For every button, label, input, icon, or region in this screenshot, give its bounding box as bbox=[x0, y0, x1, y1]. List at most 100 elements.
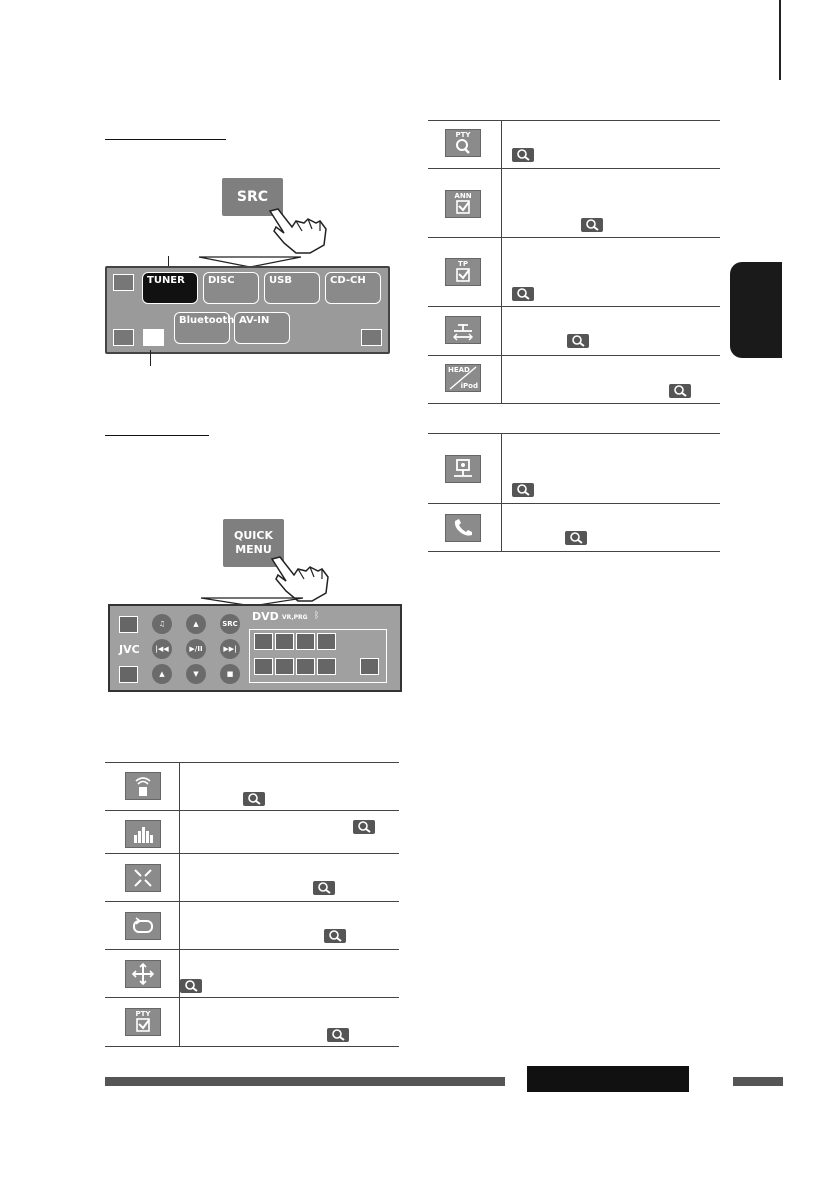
repeat-icon[interactable] bbox=[275, 658, 294, 675]
table-right-row bbox=[428, 168, 720, 169]
source-bluetooth[interactable]: Bluetooth bbox=[174, 312, 234, 344]
search-icon bbox=[669, 384, 691, 398]
source-tuner[interactable]: TUNER bbox=[142, 272, 198, 304]
ann-check-icon: ANN bbox=[445, 190, 481, 218]
table-right-row bbox=[428, 237, 720, 238]
panel-source-label: DVD bbox=[252, 610, 279, 623]
aspect-icon[interactable] bbox=[254, 658, 273, 675]
stop-icon[interactable]: ■ bbox=[220, 664, 240, 684]
quickmenu-pointer-triangle bbox=[200, 597, 304, 607]
balance-fader-icon bbox=[445, 316, 481, 344]
icon-label: PTY bbox=[455, 131, 471, 139]
src-button[interactable]: SRC bbox=[222, 178, 283, 216]
volume-up-icon[interactable] bbox=[119, 616, 138, 633]
volume-down-icon[interactable] bbox=[119, 666, 138, 683]
table-left-row bbox=[105, 901, 399, 902]
equalizer-icon bbox=[125, 820, 161, 848]
table-left-row bbox=[105, 810, 399, 811]
footer-bar-left bbox=[105, 1077, 505, 1086]
src-pointer-triangle bbox=[198, 256, 302, 268]
search-icon bbox=[180, 979, 202, 993]
table-left-row bbox=[105, 853, 399, 854]
audio-settings-icon[interactable]: ♫ bbox=[152, 614, 172, 634]
next-icon[interactable]: ▶▶| bbox=[220, 639, 240, 659]
language-side-tab bbox=[730, 262, 782, 358]
source-label: TUNER bbox=[147, 275, 185, 286]
dimmer-icon[interactable] bbox=[254, 633, 273, 650]
callout-line-bottom bbox=[150, 350, 151, 366]
source-label: USB bbox=[269, 275, 292, 286]
footer-bar-right bbox=[733, 1077, 783, 1086]
equalizer-icon[interactable] bbox=[275, 633, 294, 650]
search-icon bbox=[243, 792, 265, 806]
table-right-top bbox=[428, 120, 720, 121]
camera-icon bbox=[445, 455, 481, 483]
footer-black-box bbox=[527, 1066, 689, 1092]
search-icon bbox=[324, 929, 346, 943]
search-icon bbox=[512, 287, 534, 301]
table2-right-row bbox=[428, 503, 720, 504]
table2-right-bottom bbox=[428, 551, 720, 552]
source-label: Bluetooth bbox=[179, 315, 235, 326]
eject-icon[interactable]: ▲ bbox=[152, 664, 172, 684]
callout-line-top bbox=[168, 256, 169, 272]
exit-icon[interactable] bbox=[361, 329, 382, 346]
head-ipod-icon: HEAD iPod bbox=[445, 364, 481, 392]
panel-source-sublabel: VR,PRG bbox=[282, 614, 308, 621]
photo-icon[interactable] bbox=[317, 658, 336, 675]
src-small-button[interactable]: SRC bbox=[220, 614, 240, 634]
aspect-ratio-icon bbox=[125, 864, 161, 892]
pty-search-icon: PTY bbox=[445, 129, 481, 157]
phone-icon[interactable] bbox=[296, 633, 315, 650]
search-icon bbox=[512, 483, 534, 497]
table-left-divider bbox=[179, 762, 180, 1046]
source-label: DISC bbox=[208, 275, 235, 286]
up-arrow-icon[interactable]: ▲ bbox=[186, 614, 206, 634]
quick-menu-icon-grid bbox=[249, 629, 387, 683]
source-disc[interactable]: DISC bbox=[203, 272, 259, 304]
phone-icon bbox=[445, 514, 481, 542]
search-icon bbox=[313, 881, 335, 895]
search-icon bbox=[567, 334, 589, 348]
quick-menu-label-2: MENU bbox=[235, 543, 272, 556]
icon-label-bottom: iPod bbox=[460, 382, 478, 390]
down-arrow-icon[interactable]: ▼ bbox=[186, 664, 206, 684]
table2-right-divider bbox=[501, 433, 502, 551]
table-left-row bbox=[105, 997, 399, 998]
previous-icon[interactable]: |◀◀ bbox=[152, 639, 172, 659]
table-right-bottom bbox=[428, 403, 720, 404]
page-top-right-line bbox=[779, 0, 781, 80]
search-icon bbox=[581, 218, 603, 232]
quick-menu-label-1: QUICK bbox=[234, 529, 273, 542]
search-icon bbox=[512, 148, 534, 162]
pointing-hand-icon bbox=[268, 208, 327, 254]
move-icon bbox=[125, 960, 161, 988]
repeat-icon bbox=[125, 912, 161, 940]
volume-up-icon[interactable] bbox=[113, 274, 134, 291]
table-left-row bbox=[105, 949, 399, 950]
back-arrow-icon[interactable] bbox=[143, 329, 164, 346]
src-heading-underline bbox=[105, 139, 226, 140]
source-av-in[interactable]: AV-IN bbox=[234, 312, 290, 344]
dimmer-icon bbox=[125, 772, 161, 800]
table-right-row bbox=[428, 355, 720, 356]
volume-down-icon[interactable] bbox=[113, 329, 134, 346]
exit-icon[interactable] bbox=[360, 658, 379, 675]
source-cd-ch[interactable]: CD-CH bbox=[325, 272, 381, 304]
pointing-hand-icon bbox=[270, 556, 329, 602]
table-right-row bbox=[428, 306, 720, 307]
pty-check-icon: PTY bbox=[125, 1008, 161, 1036]
search-icon bbox=[327, 1028, 349, 1042]
icon-label: ANN bbox=[454, 192, 472, 200]
source-label: CD-CH bbox=[330, 275, 366, 286]
move-icon[interactable] bbox=[296, 658, 315, 675]
icon-label-top: HEAD bbox=[448, 366, 470, 374]
tp-check-icon: TP bbox=[445, 258, 481, 286]
jvc-logo: JVC bbox=[119, 643, 140, 656]
source-usb[interactable]: USB bbox=[264, 272, 320, 304]
table-left-bottom bbox=[105, 1046, 399, 1047]
tp-check-icon[interactable] bbox=[317, 633, 336, 650]
source-label: AV-IN bbox=[239, 315, 270, 326]
play-pause-icon[interactable]: ▶/II bbox=[186, 639, 206, 659]
table2-right-top bbox=[428, 433, 720, 434]
